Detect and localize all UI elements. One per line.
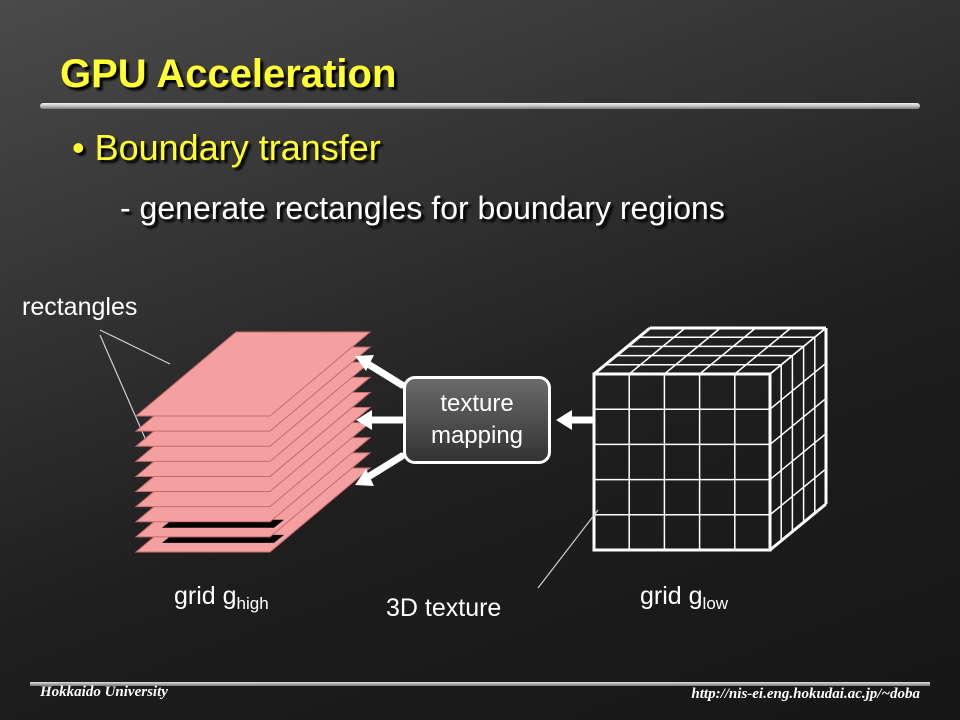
rectangles-label: rectangles [22,293,138,321]
cube-grid-line [769,468,827,516]
rectangles-leader-line [99,329,171,365]
sub-bullet-generate-rectangles: - generate rectangles for boundary regio… [120,190,725,226]
rectangle-stack [134,331,372,553]
cube-grid-line [769,327,827,375]
bullet-boundary-transfer: • Boundary transfer [72,127,381,168]
texture-mapping-line2: mapping [430,422,524,449]
slide-title: GPU Acceleration [60,52,397,96]
footer-institution: Hokkaido University [40,684,168,700]
cube-grid-line [628,327,686,375]
grid-high-prefix: grid g [174,582,237,610]
texture3d-label: 3D texture [386,594,502,622]
cube-grid-line [699,327,757,375]
texture-mapping-box: texture mapping [403,376,551,464]
cube-grid-line [593,326,651,376]
grid-low-prefix: grid g [640,582,703,610]
cube-grid-line [769,397,827,445]
texture3d-leader-line [537,509,599,589]
cube-grid-line [769,433,827,481]
grid-high-subscript: high [236,594,269,613]
grid-cube [592,326,828,552]
cube-grid-line [734,327,792,375]
footer-url: http://nis-ei.eng.hokudai.ac.jp/~doba [691,686,920,702]
grid-high-label: grid ghigh [174,582,269,614]
texture-mapping-line1: texture [440,390,514,417]
cube-grid-line [769,362,827,410]
grid-low-subscript: low [702,594,729,613]
cube-grid-line [769,502,827,552]
boundary-rectangle [134,331,372,417]
footer-divider [30,682,930,686]
cube-grid-line [663,327,721,375]
mapping-arrows [355,355,596,486]
title-divider [40,103,920,109]
rectangles-leader-line [99,334,149,446]
grid-low-label: grid glow [640,582,728,614]
cube-front-face [592,372,772,552]
